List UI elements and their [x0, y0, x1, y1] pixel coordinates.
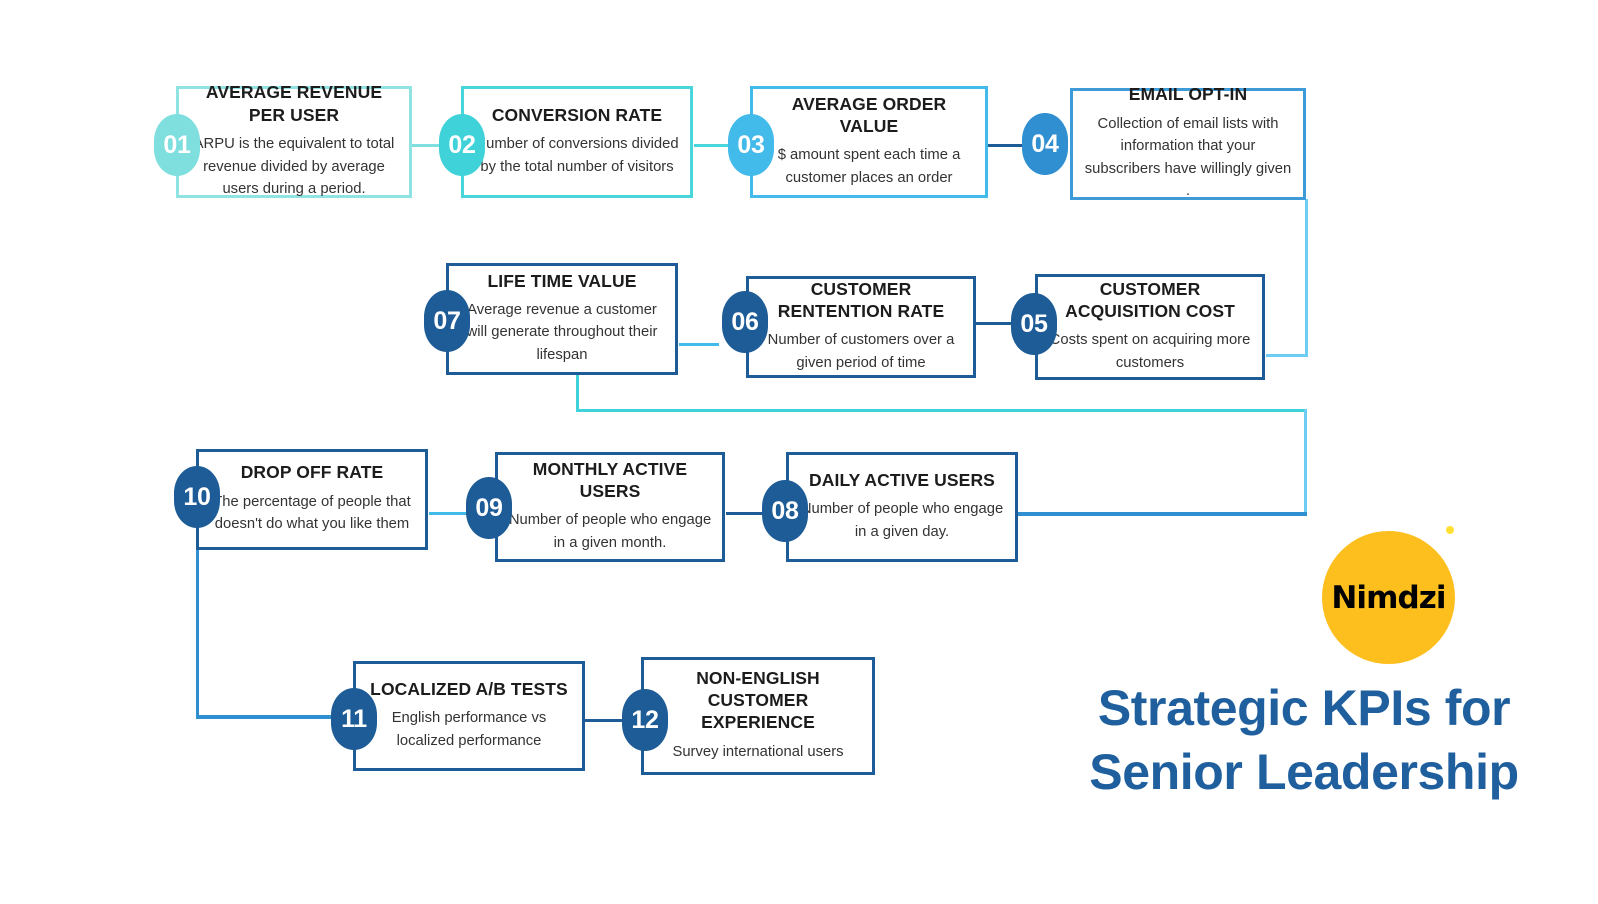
connector-03-to-04	[988, 144, 1028, 147]
kpi-title-03: AVERAGE ORDER VALUE	[791, 93, 947, 137]
kpi-description-10: The percentage of people that doesn't do…	[213, 493, 411, 533]
kpi-title-09: MONTHLY ACTIVE USERS	[532, 458, 688, 502]
kpi-description-05: Costs spent on acquiring more customers	[1049, 332, 1251, 371]
kpi-badge-11[interactable]: 11	[331, 688, 377, 750]
kpi-description-07: Average revenue a customer will generate…	[466, 301, 658, 363]
connector-09-to-10	[429, 512, 471, 515]
kpi-box-12[interactable]: NON-ENGLISH CUSTOMER EXPERIENCE Survey i…	[641, 657, 875, 775]
connector-07-across	[576, 409, 1306, 412]
kpi-box-05[interactable]: CUSTOMER ACQUISITION COST Costs spent on…	[1035, 274, 1265, 380]
kpi-box-02[interactable]: CONVERSION RATE Number of conversions di…	[461, 86, 693, 198]
kpi-box-03[interactable]: AVERAGE ORDER VALUE $ amount spent each …	[750, 86, 988, 198]
connector-04-down	[1305, 199, 1308, 356]
kpi-title-06: CUSTOMER RENTENTION RATE	[777, 278, 945, 322]
kpi-description-09: Number of people who engage in a given m…	[508, 512, 712, 551]
kpi-box-01[interactable]: AVERAGE REVENUE PER USER ARPU is the equ…	[176, 82, 412, 198]
nimdzi-wordmark-text: Nimdzi	[1331, 580, 1446, 616]
kpi-description-01: ARPU is the equivalent to total revenue …	[193, 136, 395, 198]
connector-02-to-03	[694, 144, 734, 147]
connector-04-to-05	[1266, 354, 1308, 357]
connector-07-down	[576, 375, 579, 411]
kpi-title-10: DROP OFF RATE	[240, 462, 384, 483]
connector-08-to-09	[726, 512, 770, 515]
kpi-description-03: $ amount spent each time a customer plac…	[777, 147, 961, 186]
connector-10-to-11	[196, 715, 336, 719]
kpi-title-08: DAILY ACTIVE USERS	[809, 469, 995, 490]
kpi-badge-09[interactable]: 09	[466, 477, 512, 539]
connector-01-to-02	[410, 144, 450, 147]
kpi-title-02: CONVERSION RATE	[491, 104, 663, 125]
kpi-description-08: Number of people who engage in a given d…	[800, 501, 1004, 540]
kpi-box-09[interactable]: MONTHLY ACTIVE USERS Number of people wh…	[495, 452, 725, 562]
nimdzi-logo: Nimdzi	[1322, 526, 1455, 664]
connector-to-08	[1018, 512, 1307, 516]
kpi-description-04: Collection of email lists with informati…	[1084, 115, 1292, 200]
connector-11-to-12	[585, 719, 627, 722]
kpi-title-11: LOCALIZED A/B TESTS	[370, 678, 568, 699]
kpi-badge-12[interactable]: 12	[622, 689, 668, 751]
kpi-box-08[interactable]: DAILY ACTIVE USERS Number of people who …	[786, 452, 1018, 562]
kpi-badge-06[interactable]: 06	[722, 291, 768, 353]
page-title: Strategic KPIs for Senior Leadership	[1044, 676, 1564, 804]
kpi-badge-02[interactable]: 02	[439, 114, 485, 176]
kpi-badge-07[interactable]: 07	[424, 290, 470, 352]
kpi-badge-03[interactable]: 03	[728, 114, 774, 176]
kpi-box-06[interactable]: CUSTOMER RENTENTION RATE Number of custo…	[746, 276, 976, 378]
kpi-title-12: NON-ENGLISH CUSTOMER EXPERIENCE	[696, 667, 820, 733]
page-title-line-1: Strategic KPIs for	[1097, 680, 1511, 736]
kpi-badge-08[interactable]: 08	[762, 480, 808, 542]
kpi-badge-01[interactable]: 01	[154, 114, 200, 176]
nimdzi-dot-icon	[1446, 526, 1454, 534]
page-title-line-2: Senior Leadership	[1089, 744, 1519, 800]
kpi-title-05: CUSTOMER ACQUISITION COST	[1065, 278, 1235, 322]
kpi-description-12: Survey international users	[672, 743, 844, 760]
connector-10-down	[196, 540, 199, 718]
kpi-title-07: LIFE TIME VALUE	[487, 270, 637, 291]
connector-05-to-06	[976, 322, 1026, 325]
kpi-badge-04[interactable]: 04	[1022, 113, 1068, 175]
kpi-box-07[interactable]: LIFE TIME VALUE Average revenue a custom…	[446, 263, 678, 375]
connector-down-to-row3	[1304, 409, 1307, 514]
kpi-badge-10[interactable]: 10	[174, 466, 220, 528]
kpi-box-11[interactable]: LOCALIZED A/B TESTS English performance …	[353, 661, 585, 771]
kpi-badge-05[interactable]: 05	[1011, 293, 1057, 355]
kpi-description-11: English performance vs localized perform…	[391, 710, 547, 749]
kpi-title-01: AVERAGE REVENUE PER USER	[205, 82, 383, 125]
kpi-box-10[interactable]: DROP OFF RATE The percentage of people t…	[196, 449, 428, 550]
kpi-title-04: EMAIL OPT-IN	[1128, 84, 1248, 105]
kpi-description-02: Number of conversions divided by the tot…	[475, 136, 679, 175]
connector-06-to-07	[679, 343, 719, 346]
kpi-description-06: Number of customers over a given period …	[767, 332, 955, 371]
kpi-box-04[interactable]: EMAIL OPT-IN Collection of email lists w…	[1070, 84, 1306, 200]
